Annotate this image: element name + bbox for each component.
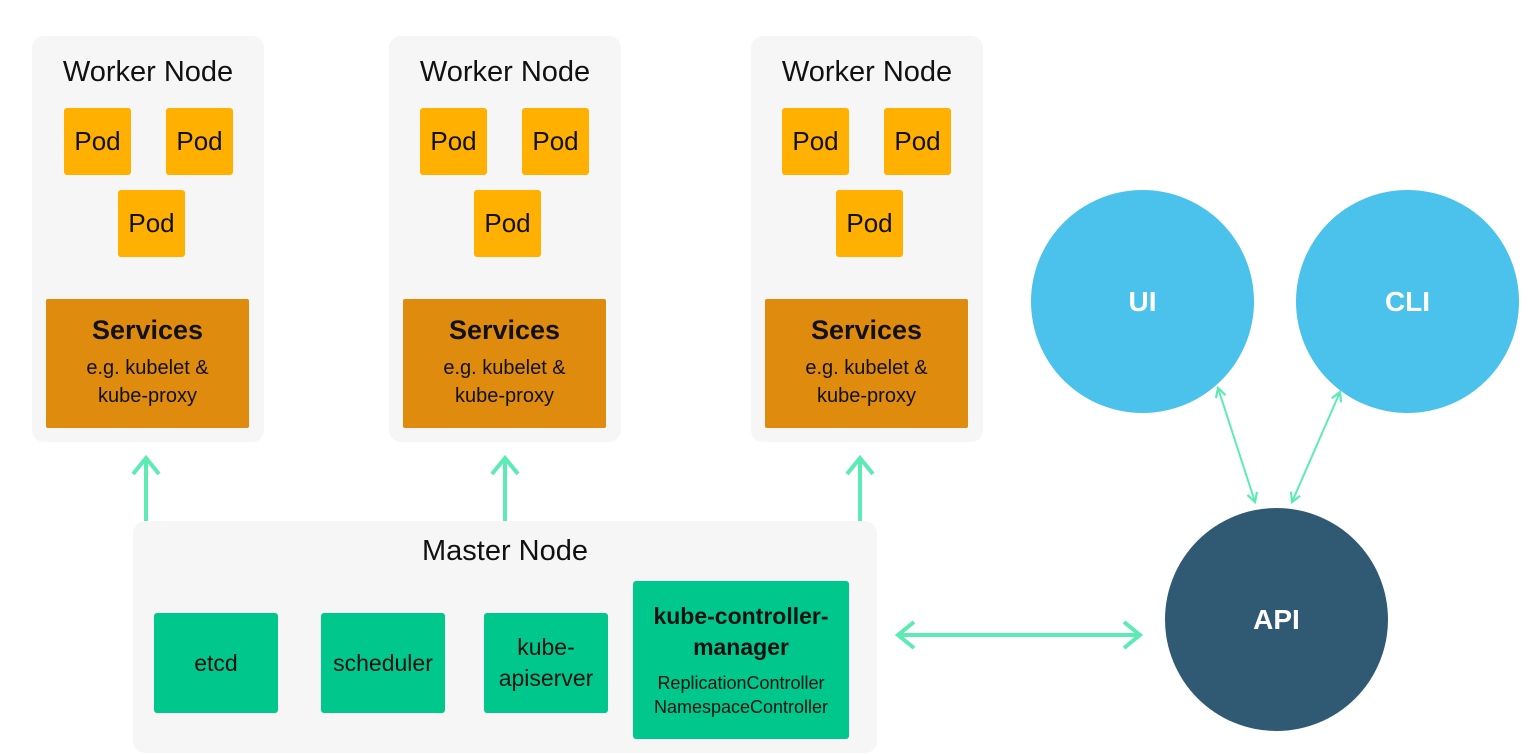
kube-controller-manager-box: kube-controller-manager ReplicationContr… — [633, 581, 849, 739]
services-box: Services e.g. kubelet & kube-proxy — [403, 299, 606, 428]
namespace-controller-label: NamespaceController — [653, 697, 829, 717]
master-node: Master Node etcd scheduler kube-apiserve… — [133, 521, 877, 753]
ui-label: UI — [1128, 285, 1157, 317]
pod: Pod — [474, 190, 541, 257]
cli-client-circle: CLI — [1296, 190, 1519, 413]
pod: Pod — [836, 190, 903, 257]
worker-node-title: Worker Node — [781, 56, 953, 88]
worker-node-1: Worker Node Pod Pod Pod Services e.g. ku… — [32, 36, 264, 442]
services-title: Services — [91, 315, 204, 345]
api-label: API — [1253, 603, 1300, 635]
services-description: e.g. kubelet & kube-proxy — [86, 357, 209, 407]
master-api-arrowhead-left — [894, 620, 916, 650]
controller-list: ReplicationController NamespaceControlle… — [654, 671, 828, 719]
pod: Pod — [782, 108, 849, 175]
master-node-title: Master Node — [421, 535, 588, 567]
pod: Pod — [166, 108, 233, 175]
cli-label: CLI — [1384, 285, 1431, 317]
pod: Pod — [118, 190, 185, 257]
pod: Pod — [420, 108, 487, 175]
pod: Pod — [64, 108, 131, 175]
cli-api-arrow — [1292, 392, 1340, 502]
services-title: Services — [448, 315, 561, 345]
worker-node-3: Worker Node Pod Pod Pod Services e.g. ku… — [751, 36, 983, 442]
master-to-worker-1-arrowhead — [131, 454, 161, 476]
services-description: e.g. kubelet & kube-proxy — [805, 357, 928, 407]
api-circle: API — [1165, 508, 1388, 731]
master-to-worker-2-arrowhead — [490, 454, 520, 476]
services-description: e.g. kubelet & kube-proxy — [443, 357, 566, 407]
replication-controller-label: ReplicationController — [657, 673, 825, 693]
etcd-label: etcd — [194, 649, 238, 676]
ui-client-circle: UI — [1031, 190, 1254, 413]
scheduler-label: scheduler — [333, 649, 433, 676]
scheduler-box: scheduler — [321, 613, 445, 713]
ui-api-arrow — [1218, 388, 1255, 502]
kube-controller-manager-title: kube-controller-manager — [653, 603, 829, 660]
etcd-box: etcd — [154, 613, 278, 713]
kube-apiserver-box: kube-apiserver — [484, 613, 608, 713]
pod: Pod — [522, 108, 589, 175]
services-title: Services — [810, 315, 923, 345]
worker-node-title: Worker Node — [62, 56, 234, 88]
services-box: Services e.g. kubelet & kube-proxy — [46, 299, 249, 428]
worker-node-2: Worker Node Pod Pod Pod Services e.g. ku… — [389, 36, 621, 442]
master-to-worker-3-arrowhead — [845, 454, 875, 476]
worker-node-title: Worker Node — [419, 56, 591, 88]
kube-apiserver-label: kube-apiserver — [498, 634, 594, 691]
services-box: Services e.g. kubelet & kube-proxy — [765, 299, 968, 428]
master-api-arrowhead-right — [1122, 620, 1144, 650]
pod: Pod — [884, 108, 951, 175]
